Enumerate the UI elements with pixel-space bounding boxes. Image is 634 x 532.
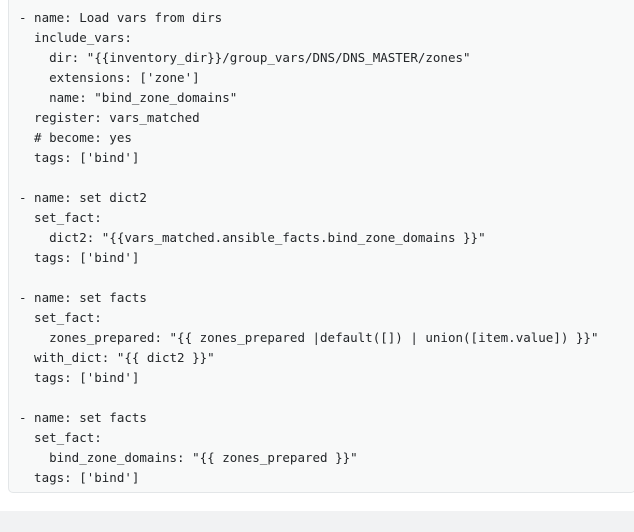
code-line: - name: set facts: [19, 410, 147, 425]
code-line: register: vars_matched: [19, 110, 200, 125]
code-line: [19, 388, 634, 408]
code-line: name: "bind_zone_domains": [19, 90, 238, 105]
code-block[interactable]: - name: Load vars from dirs include_vars…: [8, 0, 634, 493]
code-line: [19, 268, 634, 288]
code-line: tags: ['bind']: [19, 370, 140, 385]
code-line: dict2: "{{vars_matched.ansible_facts.bin…: [19, 230, 486, 245]
code-line: set_fact:: [19, 210, 102, 225]
code-line: set_fact:: [19, 430, 102, 445]
code-line: [19, 168, 634, 188]
code-line: include_vars:: [19, 30, 132, 45]
code-line: extensions: ['zone']: [19, 70, 200, 85]
code-line: - name: Load vars from dirs: [19, 10, 223, 25]
code-line: tags: ['bind']: [19, 470, 140, 485]
code-line: - name: set dict2: [19, 190, 147, 205]
code-line: dir: "{{inventory_dir}}/group_vars/DNS/D…: [19, 50, 471, 65]
code-line: set_fact:: [19, 310, 102, 325]
code-content: - name: Load vars from dirs include_vars…: [9, 0, 634, 488]
code-line: # become: yes: [19, 130, 132, 145]
code-line: tags: ['bind']: [19, 150, 140, 165]
footer-strip: [0, 511, 634, 532]
code-line: - name: set facts: [19, 290, 147, 305]
code-line: bind_zone_domains: "{{ zones_prepared }}…: [19, 450, 358, 465]
code-line: zones_prepared: "{{ zones_prepared |defa…: [19, 330, 599, 345]
code-line: with_dict: "{{ dict2 }}": [19, 350, 215, 365]
code-line: tags: ['bind']: [19, 250, 140, 265]
